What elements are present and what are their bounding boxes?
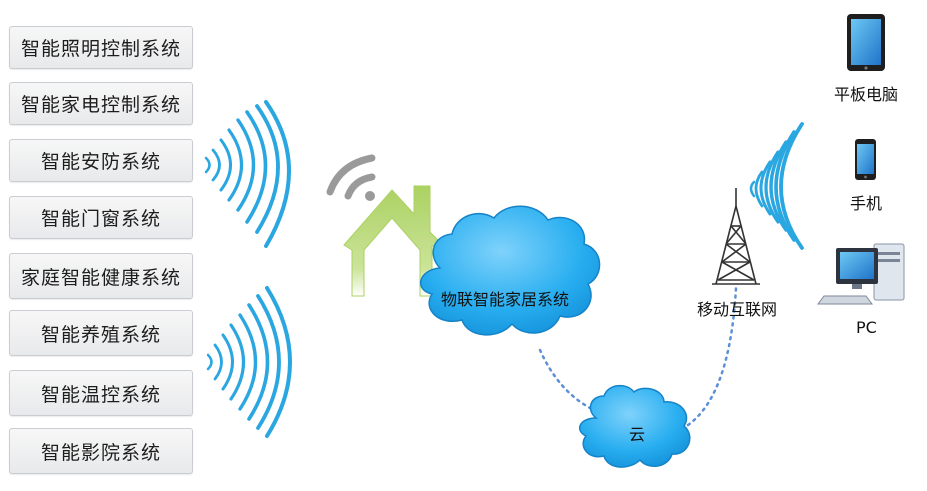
- system-item-breeding[interactable]: 智能养殖系统: [9, 310, 193, 356]
- system-item-health[interactable]: 家庭智能健康系统: [9, 253, 193, 299]
- tower-icon: [712, 188, 760, 285]
- system-label: 智能温控系统: [40, 383, 161, 406]
- wifi-icon: [326, 154, 376, 201]
- phone-label: 手机: [850, 194, 883, 213]
- tower-label: 移动互联网: [697, 300, 778, 319]
- system-item-temperature[interactable]: 智能温控系统: [9, 370, 193, 416]
- system-label: 智能养殖系统: [40, 323, 161, 346]
- system-label: 智能照明控制系统: [20, 38, 181, 60]
- signal-waves-right: [749, 122, 804, 250]
- tablet-icon: [847, 14, 885, 71]
- cloud-label: 云: [629, 425, 646, 444]
- central-system-label: 物联智能家居系统: [441, 290, 570, 309]
- pc-icon: [817, 243, 905, 305]
- signal-waves-upper: [204, 100, 291, 248]
- system-item-security[interactable]: 智能安防系统: [9, 139, 193, 182]
- system-item-appliance[interactable]: 智能家电控制系统: [9, 82, 193, 125]
- signal-waves-lower: [206, 286, 292, 438]
- system-label: 智能家电控制系统: [20, 94, 181, 116]
- system-label: 智能安防系统: [40, 151, 161, 173]
- system-item-doors-windows[interactable]: 智能门窗系统: [9, 196, 193, 239]
- main-cloud-icon: [420, 205, 601, 336]
- system-label: 智能影院系统: [40, 441, 161, 464]
- phone-icon: [855, 139, 876, 180]
- system-item-cinema[interactable]: 智能影院系统: [9, 428, 193, 474]
- pc-label: PC: [856, 318, 877, 337]
- cloud-icon: [578, 384, 691, 468]
- system-label: 家庭智能健康系统: [20, 266, 181, 289]
- system-item-lighting[interactable]: 智能照明控制系统: [9, 26, 193, 69]
- system-label: 智能门窗系统: [40, 208, 161, 230]
- tablet-label: 平板电脑: [834, 85, 899, 104]
